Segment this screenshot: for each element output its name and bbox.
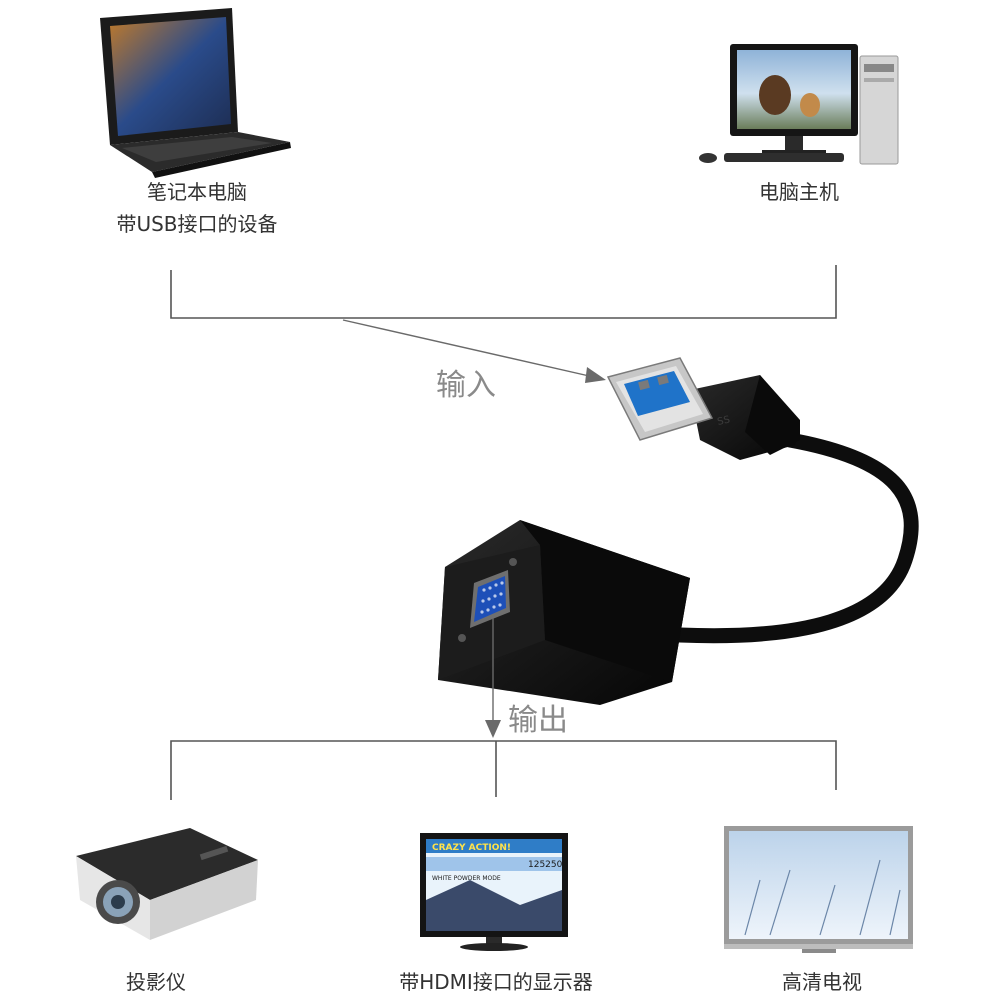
input-arrow <box>342 319 606 383</box>
tv-label: 高清电视 <box>782 970 862 994</box>
usb-vga-adapter: SS <box>438 357 919 705</box>
laptop-label: 笔记本电脑 带USB接口的设备 <box>116 176 277 240</box>
tv-icon <box>724 826 913 953</box>
output-arrow <box>485 618 501 738</box>
desktop-computer-icon <box>699 44 899 165</box>
monitor-screen-title: CRAZY ACTION! <box>432 843 511 853</box>
desktop-label: 电脑主机 <box>759 180 839 204</box>
projector-icon <box>76 828 258 940</box>
input-flow-label: 输入 <box>436 368 496 403</box>
laptop-label-line2: 带USB接口的设备 <box>116 212 278 236</box>
laptop-label-line1: 笔记本电脑 <box>147 180 247 204</box>
projector-label: 投影仪 <box>126 970 186 994</box>
laptop-icon <box>100 8 291 178</box>
monitor-screen-mode: WHITE POWDER MODE <box>432 875 501 882</box>
monitor-screen-score: 125250 <box>528 860 563 870</box>
ss-logo: SS <box>716 415 731 428</box>
input-bracket-line <box>170 265 837 319</box>
output-bracket-line <box>170 740 837 800</box>
output-flow-label: 输出 <box>508 703 568 738</box>
monitor-label: 带HDMI接口的显示器 <box>399 970 593 994</box>
monitor-icon: CRAZY ACTION! 125250 WHITE POWDER MODE <box>420 833 568 951</box>
